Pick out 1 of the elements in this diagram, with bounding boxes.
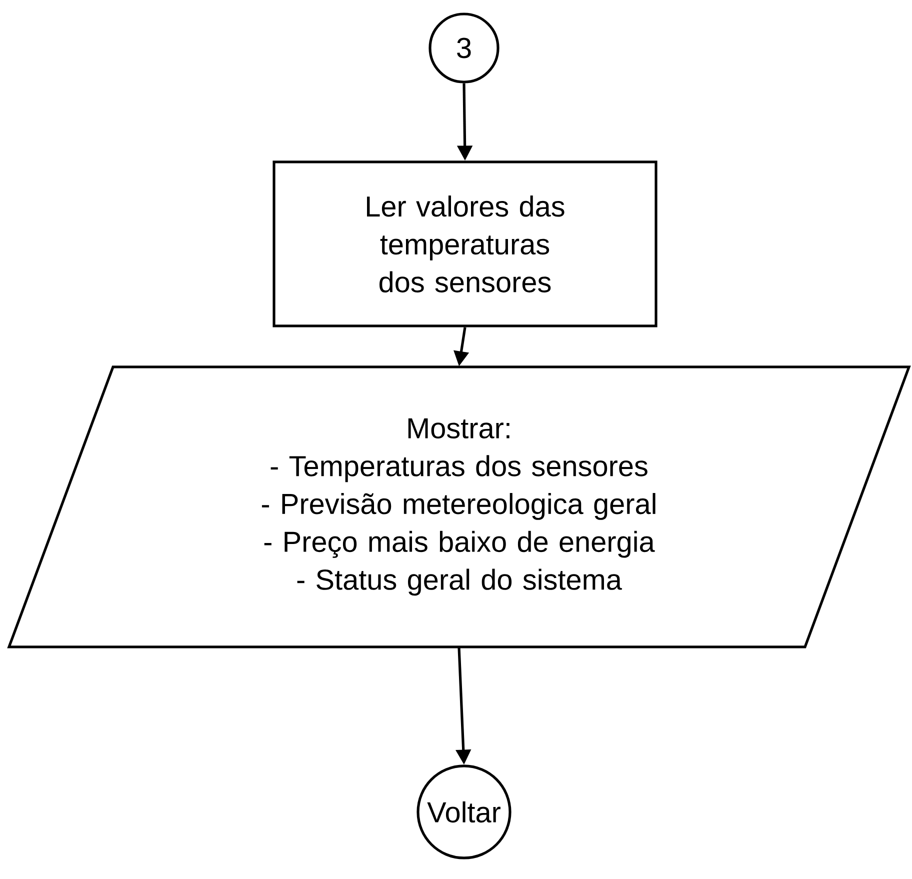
process-box: Ler valores das temperaturas dos sensores xyxy=(272,160,658,328)
